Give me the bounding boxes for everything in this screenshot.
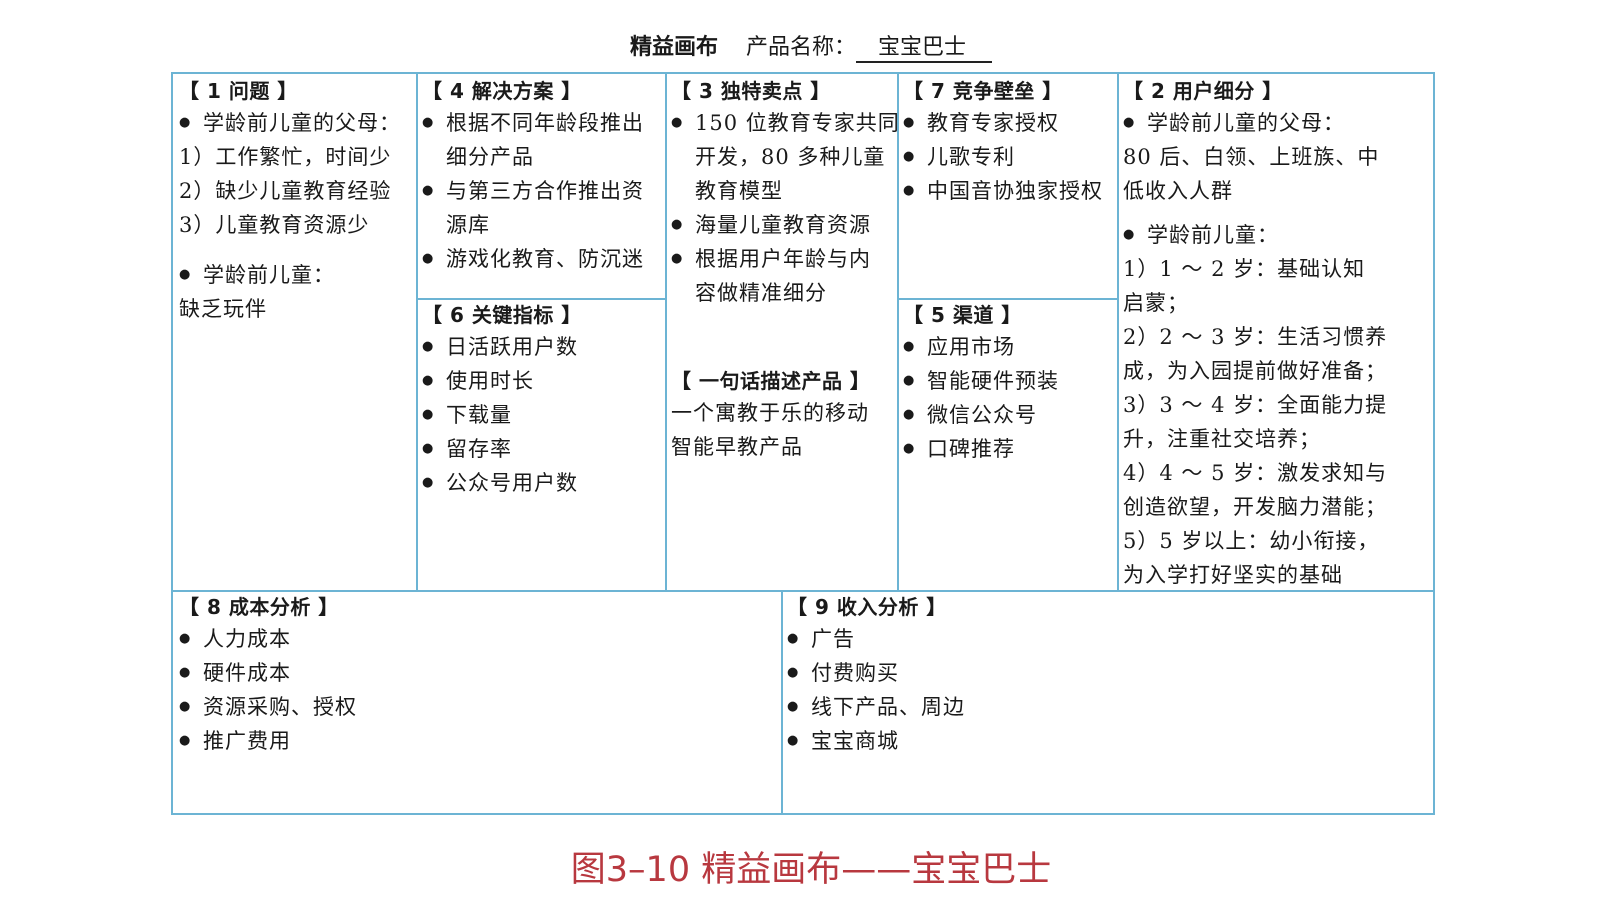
product-name-label: 产品名称： <box>745 35 856 60</box>
cell-title: 【 9 收入分析 】 <box>787 595 947 619</box>
list-item: 应用市场 <box>903 330 1117 364</box>
list-item: 源库 <box>446 213 490 237</box>
list-item: 硬件成本 <box>179 656 781 690</box>
list-item: 1）工作繁忙，时间少 <box>179 145 392 169</box>
list-item: 开发，80 多种儿童 <box>695 145 886 169</box>
grid-line <box>1117 74 1119 590</box>
list-item: 根据不同年龄段推出 <box>422 106 665 140</box>
cell-title: 【 4 解决方案 】 <box>422 79 582 103</box>
list-item: 线下产品、周边 <box>787 690 1433 724</box>
list-item: 口碑推荐 <box>903 432 1117 466</box>
cell-title: 【 8 成本分析 】 <box>179 595 339 619</box>
list-item: 3）3 ～ 4 岁：全面能力提 <box>1123 393 1388 417</box>
cell-channels: 【 5 渠道 】 应用市场 智能硬件预装 微信公众号 口碑推荐 <box>899 300 1117 590</box>
list-item: 3）儿童教育资源少 <box>179 213 370 237</box>
list-item: 日活跃用户数 <box>422 330 665 364</box>
one-liner-text: 智能早教产品 <box>671 435 803 459</box>
list-item: 2）2 ～ 3 岁：生活习惯养 <box>1123 325 1388 349</box>
list-item: 使用时长 <box>422 364 665 398</box>
list-item: 广告 <box>787 622 1433 656</box>
cell-unfair-advantage: 【 7 竞争壁垒 】 教育专家授权 儿歌专利 中国音协独家授权 <box>899 74 1117 298</box>
grid-line <box>897 298 1117 300</box>
figure-caption: 图3–10 精益画布——宝宝巴士 <box>570 850 1052 890</box>
cell-cost-structure: 【 8 成本分析 】 人力成本 硬件成本 资源采购、授权 推广费用 <box>173 592 781 813</box>
grid-line <box>897 74 899 590</box>
grid-line <box>173 590 1433 592</box>
list-item: 80 后、白领、上班族、中 <box>1123 145 1380 169</box>
product-name-value: 宝宝巴士 <box>856 35 993 63</box>
cell-revenue-streams: 【 9 收入分析 】 广告 付费购买 线下产品、周边 宝宝商城 <box>783 592 1433 813</box>
grid-line <box>781 590 783 813</box>
list-item: 留存率 <box>422 432 665 466</box>
list-item: 公众号用户数 <box>422 466 665 500</box>
list-item: 微信公众号 <box>903 398 1117 432</box>
cell-unique-value-proposition: 【 3 独特卖点 】 150 位教育专家共同 开发，80 多种儿童 教育模型 海… <box>667 74 897 590</box>
list-item: 学龄前儿童的父母： <box>1123 106 1433 140</box>
grid-line <box>416 74 418 590</box>
cell-title: 【 7 竞争壁垒 】 <box>903 79 1063 103</box>
list-item: 海量儿童教育资源 <box>671 208 897 242</box>
list-item: 低收入人群 <box>1123 179 1233 203</box>
list-item: 下载量 <box>422 398 665 432</box>
cell-title: 【 3 独特卖点 】 <box>671 79 831 103</box>
list-item: 升，注重社交培养； <box>1123 427 1321 451</box>
list-item: 学龄前儿童： <box>1123 218 1433 252</box>
list-item: 游戏化教育、防沉迷 <box>422 242 665 276</box>
list-item: 中国音协独家授权 <box>903 174 1117 208</box>
list-item: 教育专家授权 <box>903 106 1117 140</box>
grid-line <box>416 298 665 300</box>
list-item: 成，为入园提前做好准备； <box>1123 359 1387 383</box>
list-item: 资源采购、授权 <box>179 690 781 724</box>
cell-problem: 【 1 问题 】 学龄前儿童的父母： 1）工作繁忙，时间少 2）缺少儿童教育经验… <box>173 74 416 590</box>
list-item: 智能硬件预装 <box>903 364 1117 398</box>
grid-line <box>665 74 667 590</box>
list-item: 儿歌专利 <box>903 140 1117 174</box>
list-item: 学龄前儿童： <box>179 258 416 292</box>
list-item: 学龄前儿童的父母： <box>179 106 416 140</box>
list-item: 启蒙； <box>1123 291 1189 315</box>
list-item: 根据用户年龄与内 <box>671 242 897 276</box>
list-item: 付费购买 <box>787 656 1433 690</box>
cell-title: 【 2 用户细分 】 <box>1123 79 1283 103</box>
list-item: 与第三方合作推出资 <box>422 174 665 208</box>
one-liner-title: 【 一句话描述产品 】 <box>671 369 871 393</box>
lean-canvas-grid: 【 1 问题 】 学龄前儿童的父母： 1）工作繁忙，时间少 2）缺少儿童教育经验… <box>171 72 1435 815</box>
list-item: 为入学打好坚实的基础 <box>1123 563 1343 587</box>
list-item: 5）5 岁以上：幼小衔接， <box>1123 529 1380 553</box>
list-item: 2）缺少儿童教育经验 <box>179 179 392 203</box>
list-item: 教育模型 <box>695 179 783 203</box>
list-item: 1）1 ～ 2 岁：基础认知 <box>1123 257 1366 281</box>
cell-key-metrics: 【 6 关键指标 】 日活跃用户数 使用时长 下载量 留存率 公众号用户数 <box>418 300 665 590</box>
cell-solution: 【 4 解决方案 】 根据不同年龄段推出 细分产品 与第三方合作推出资 源库 游… <box>418 74 665 298</box>
list-item: 缺乏玩伴 <box>179 297 267 321</box>
list-item: 细分产品 <box>446 145 534 169</box>
list-item: 推广费用 <box>179 724 781 758</box>
list-item: 150 位教育专家共同 <box>671 106 897 140</box>
cell-title: 【 5 渠道 】 <box>903 303 1022 327</box>
canvas-title: 精益画布 <box>629 35 718 60</box>
list-item: 人力成本 <box>179 622 781 656</box>
canvas-header: 精益画布 产品名称：宝宝巴士 <box>0 34 1622 63</box>
list-item: 4）4 ～ 5 岁：激发求知与 <box>1123 461 1388 485</box>
list-item: 宝宝商城 <box>787 724 1433 758</box>
one-liner-text: 一个寓教于乐的移动 <box>671 401 869 425</box>
cell-customer-segments: 【 2 用户细分 】 学龄前儿童的父母： 80 后、白领、上班族、中 低收入人群… <box>1119 74 1433 590</box>
list-item: 创造欲望，开发脑力潜能； <box>1123 495 1387 519</box>
cell-title: 【 1 问题 】 <box>179 79 298 103</box>
list-item: 容做精准细分 <box>695 281 827 305</box>
cell-title: 【 6 关键指标 】 <box>422 303 582 327</box>
